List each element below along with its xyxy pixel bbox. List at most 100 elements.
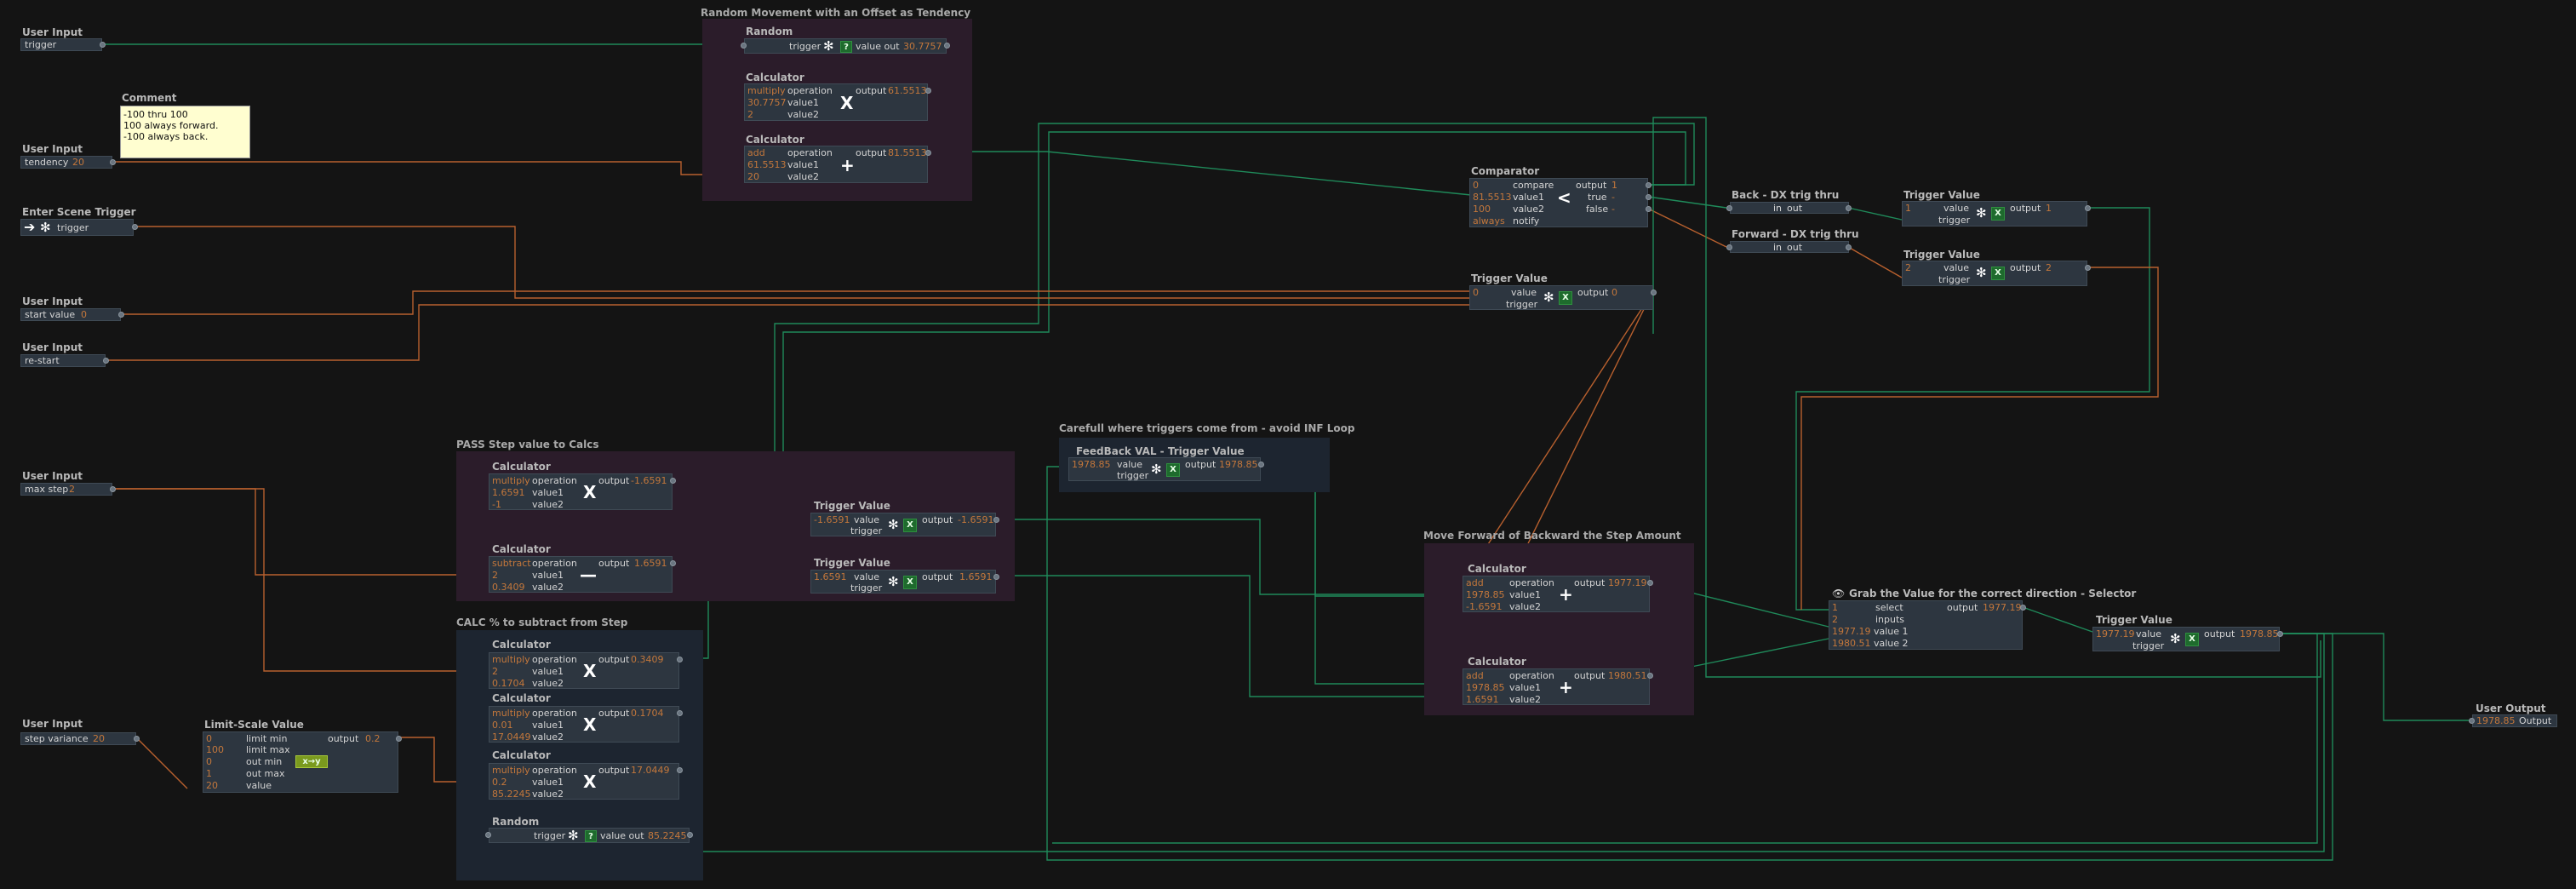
connection-wire[interactable] [1652, 117, 2321, 678]
trigger-value-node[interactable]: 1 value trigger ✻ X output 1 [1902, 201, 2087, 227]
input-port[interactable] [1726, 205, 1732, 211]
out-min-input[interactable]: 0 [206, 756, 212, 767]
value1-input[interactable]: 1978.85 [1466, 589, 1505, 600]
value2-input[interactable]: 0.3409 [492, 582, 525, 593]
connection-wire[interactable] [2022, 606, 2093, 633]
out-max-input[interactable]: 1 [206, 768, 212, 779]
connection-wire[interactable] [1314, 464, 1463, 597]
connection-wire[interactable] [1800, 267, 2159, 610]
input-port[interactable] [485, 832, 491, 838]
connection-wire[interactable] [1847, 207, 1903, 221]
output-port[interactable] [1646, 182, 1652, 188]
connection-wire[interactable] [135, 737, 188, 789]
output-port[interactable] [993, 517, 999, 523]
connection-wire[interactable] [134, 226, 1469, 299]
output-port[interactable] [1647, 673, 1653, 679]
output-port[interactable] [118, 312, 124, 318]
feedback-trigger-value-node[interactable]: 1978.85 value trigger ✻ X output 1978.85 [1068, 457, 1261, 481]
output-port[interactable] [993, 574, 999, 580]
trigger-value-node[interactable]: 1977.19 value trigger ✻ X output 1978.85 [2092, 627, 2280, 651]
eye-icon[interactable]: 👁 [1832, 588, 1846, 599]
input-port[interactable] [2469, 718, 2475, 724]
limit-scale-icon[interactable]: x→y [295, 755, 328, 768]
output-port[interactable] [110, 486, 116, 492]
user-input-variance-node[interactable]: step variance 20 [20, 732, 136, 745]
operation-input[interactable]: multiply [492, 708, 530, 719]
user-input-maxstep-node[interactable]: max step 2 [20, 483, 112, 496]
gear-icon[interactable]: ✻ [1976, 205, 1987, 221]
gear-icon[interactable]: ✻ [568, 828, 579, 843]
gear-icon[interactable]: ✻ [1976, 265, 1987, 280]
input-port[interactable] [741, 43, 747, 49]
gear-icon[interactable]: ✻ [888, 574, 899, 589]
connection-wire[interactable] [996, 519, 1463, 595]
connection-wire[interactable] [121, 290, 1469, 315]
output-port[interactable] [1646, 194, 1652, 200]
x-button[interactable]: X [903, 576, 917, 589]
input-port[interactable] [1726, 244, 1732, 250]
value1-input[interactable]: 81.5513 [1473, 192, 1512, 203]
operation-input[interactable]: add [1466, 577, 1484, 588]
value1-input[interactable]: 61.5513 [747, 159, 787, 170]
output-port[interactable] [1647, 580, 1653, 586]
output-port[interactable] [1651, 290, 1657, 295]
value-input[interactable]: -1.6591 [814, 514, 850, 525]
output-port[interactable] [2085, 265, 2091, 271]
connection-wire[interactable] [928, 151, 1472, 196]
user-input-tendency-node[interactable]: tendency 20 [20, 156, 112, 169]
forward-dx-node[interactable]: in out [1730, 241, 1849, 253]
operation-input[interactable]: subtract [492, 558, 531, 569]
operation-input[interactable]: multiply [492, 654, 530, 665]
trigger-value-node[interactable]: 2 value trigger ✻ X output 2 [1902, 261, 2087, 286]
connection-wire[interactable] [1052, 633, 2318, 844]
x-button[interactable]: X [903, 519, 917, 532]
operation-input[interactable]: multiply [747, 85, 786, 96]
calculator-node[interactable]: multiply operation 30.7757 value1 2 valu… [744, 83, 928, 121]
output-port[interactable] [687, 832, 693, 838]
connection-wire[interactable] [1847, 246, 1903, 278]
output-port[interactable] [677, 767, 683, 773]
output-port[interactable] [2277, 631, 2283, 637]
limit-max-input[interactable]: 100 [206, 744, 224, 755]
gear-icon[interactable]: ✻ [1151, 462, 1162, 477]
connection-wire[interactable] [1463, 293, 1652, 582]
output-port[interactable] [944, 43, 950, 49]
trigger-value-node[interactable]: 0 value trigger ✻ X output 0 [1469, 285, 1653, 310]
value1-input[interactable]: 1978.85 [1466, 682, 1505, 693]
gear-icon[interactable]: ✻ [40, 220, 51, 235]
value2-input[interactable]: -1.6591 [1466, 601, 1503, 612]
user-output-node[interactable]: 1978.85 Output [2472, 714, 2557, 727]
output-port[interactable] [677, 710, 683, 716]
trigger-value-node[interactable]: -1.6591 value trigger ✻ X output -1.6591 [810, 513, 996, 536]
gear-icon[interactable]: ✻ [888, 517, 899, 532]
output-port[interactable] [1646, 206, 1652, 212]
value2-input[interactable]: 20 [747, 171, 759, 182]
user-input-restart-node[interactable]: re-start [20, 354, 106, 367]
inputs-input[interactable]: 2 [1832, 614, 1838, 625]
connection-wire[interactable] [112, 488, 489, 672]
x-button[interactable]: X [1166, 463, 1180, 477]
calculator-node[interactable]: multiply operation 0.01 value1 17.0449 v… [489, 706, 679, 743]
calculator-node[interactable]: multiply operation 0.2 value1 85.2245 va… [489, 763, 679, 800]
value1-input[interactable]: 2 [492, 570, 498, 581]
value2-input[interactable]: 85.2245 [492, 789, 531, 800]
output-port[interactable] [670, 478, 676, 484]
calculator-node[interactable]: add operation 1978.85 value1 -1.6591 val… [1463, 576, 1650, 612]
limit-scale-node[interactable]: 0 limit min 100 limit max 0 out min 1 ou… [203, 731, 398, 793]
random-node[interactable]: trigger ✻ ? value out 30.7757 [744, 38, 947, 54]
output-port[interactable] [134, 736, 140, 742]
random-node[interactable]: trigger ✻ ? value out 85.2245 [489, 828, 690, 843]
comparator-node[interactable]: 0 compare 81.5513 value1 100 value2 alwa… [1469, 178, 1648, 227]
x-button[interactable]: X [2185, 633, 2199, 646]
trigger-value-node[interactable]: 1.6591 value trigger ✻ X output 1.6591 [810, 570, 996, 594]
x-button[interactable]: X [1991, 207, 2005, 221]
value-input[interactable]: 1 [1905, 203, 1911, 214]
operation-input[interactable]: add [1466, 670, 1484, 681]
output-port[interactable] [670, 560, 676, 566]
calculator-node[interactable]: multiply operation 1.6591 value1 -1 valu… [489, 473, 673, 510]
operation-input[interactable]: add [747, 147, 765, 158]
value2-input[interactable]: 0.1704 [492, 678, 525, 689]
connection-wire[interactable] [106, 304, 1469, 361]
connection-wire[interactable] [1647, 208, 1727, 248]
value2-input[interactable]: 17.0449 [492, 731, 531, 743]
